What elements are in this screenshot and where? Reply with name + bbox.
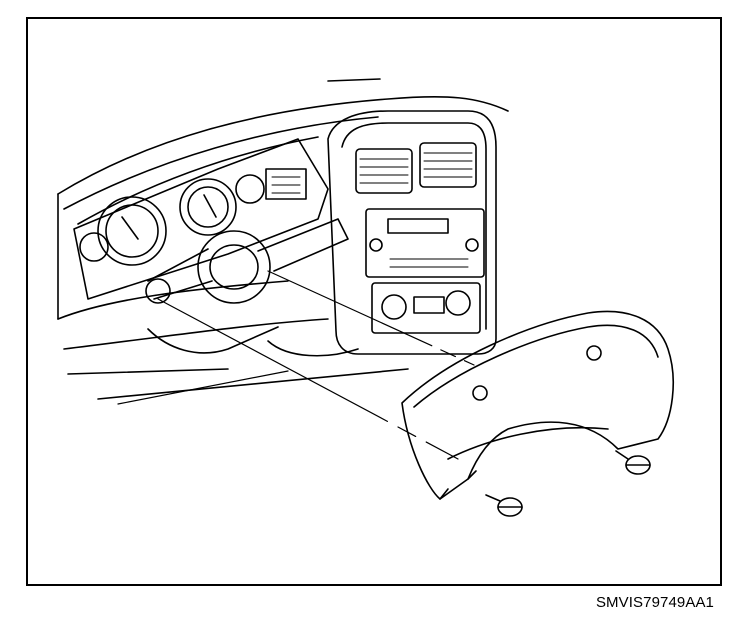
screw-icon: [472, 345, 651, 517]
instrument-cluster: [73, 138, 329, 300]
assembly-guide-lines: [117, 270, 475, 460]
steering-column-icon: [145, 218, 359, 357]
figure-caption: SMVIS79749AA1: [595, 594, 714, 611]
figure-frame: [26, 17, 722, 586]
center-console: [327, 110, 497, 355]
dashboard-body: [57, 78, 509, 400]
instrument-cluster-bezel-icon: [401, 310, 674, 500]
dashboard-illustration: [57, 78, 674, 517]
